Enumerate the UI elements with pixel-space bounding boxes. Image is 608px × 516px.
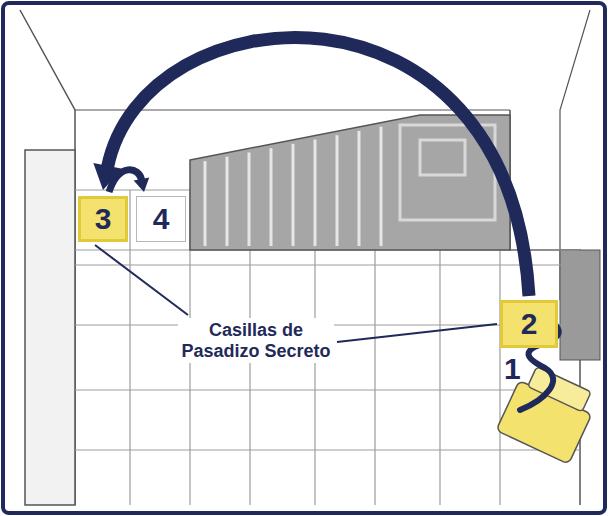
leader-line: [337, 324, 497, 342]
stair-landing-inner: [420, 140, 465, 175]
stair-steps: [205, 127, 381, 246]
secret-passage-square: 2: [500, 300, 558, 348]
destination-square: 4: [136, 196, 186, 242]
frame: [3, 3, 605, 513]
square-number: 3: [95, 204, 112, 234]
square-number: 2: [521, 309, 538, 339]
arrowhead: [134, 178, 150, 192]
square-number: 4: [153, 204, 170, 234]
left-wall: [20, 10, 75, 505]
secret-passage-square: 3: [78, 196, 128, 242]
callout-label: Casillas de Pasadizo Secreto: [178, 318, 334, 363]
staircase: [190, 115, 510, 250]
callout-number: 1: [504, 352, 521, 387]
right-furniture: [560, 250, 600, 360]
wall-panel: [25, 150, 75, 505]
passage-arrow: [107, 37, 529, 296]
leader-line: [95, 245, 188, 315]
